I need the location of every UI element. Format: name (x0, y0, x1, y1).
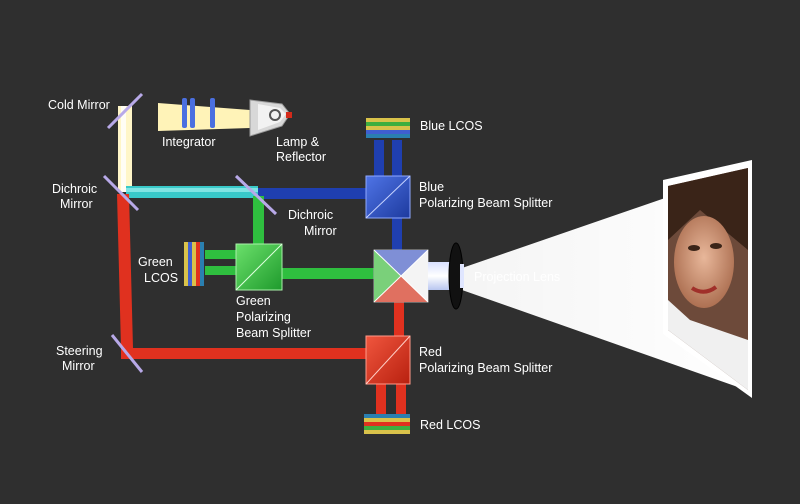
red-lcos-panel (364, 414, 410, 434)
blue-lcos-panel (366, 118, 410, 138)
label-red-pbs-line2: Polarizing Beam Splitter (419, 361, 552, 375)
integrator-icon (182, 98, 215, 128)
label-green-pbs-line3: Beam Splitter (236, 326, 311, 340)
green-pbs-cube (235, 243, 283, 291)
projection-screen (663, 160, 752, 398)
label-dichroic-left-line1: Dichroic (52, 182, 97, 196)
label-lamp-line2: Reflector (276, 150, 326, 164)
label-green-lcos-line2: LCOS (144, 271, 178, 285)
label-integrator: Integrator (162, 135, 216, 149)
label-dichroic-mid-line2: Mirror (304, 224, 337, 238)
label-green-pbs-line2: Polarizing (236, 310, 291, 324)
green-lcos-panel (184, 242, 204, 286)
label-cold-mirror: Cold Mirror (48, 98, 110, 112)
x-cube-combiner (373, 249, 429, 303)
label-blue-pbs-line1: Blue (419, 180, 444, 194)
label-red-lcos: Red LCOS (420, 418, 480, 432)
label-green-pbs-line1: Green (236, 294, 271, 308)
label-blue-lcos: Blue LCOS (420, 119, 483, 133)
lamp-reflector-icon (249, 99, 292, 137)
dichroic-mirror-left (102, 174, 140, 212)
red-beam (117, 194, 406, 414)
label-green-lcos-line1: Green (138, 255, 173, 269)
label-dichroic-left-line2: Mirror (60, 197, 93, 211)
label-red-pbs-line1: Red (419, 345, 442, 359)
blue-pbs-cube (365, 175, 411, 219)
cold-mirror (106, 92, 144, 130)
label-projection-lens: Projection Lens (474, 270, 560, 284)
projection-lens (428, 242, 464, 310)
label-steering-line1: Steering (56, 344, 103, 358)
red-pbs-cube (365, 335, 411, 385)
green-beam (205, 196, 374, 279)
label-dichroic-mid-line1: Dichroic (288, 208, 333, 222)
steering-mirror (110, 334, 144, 373)
label-lamp-line1: Lamp & (276, 135, 320, 149)
white-beam (118, 103, 250, 192)
blue-beam (258, 140, 402, 254)
label-blue-pbs-line2: Polarizing Beam Splitter (419, 196, 552, 210)
dichroic-mirror-mid (234, 174, 278, 216)
label-steering-line2: Mirror (62, 359, 95, 373)
